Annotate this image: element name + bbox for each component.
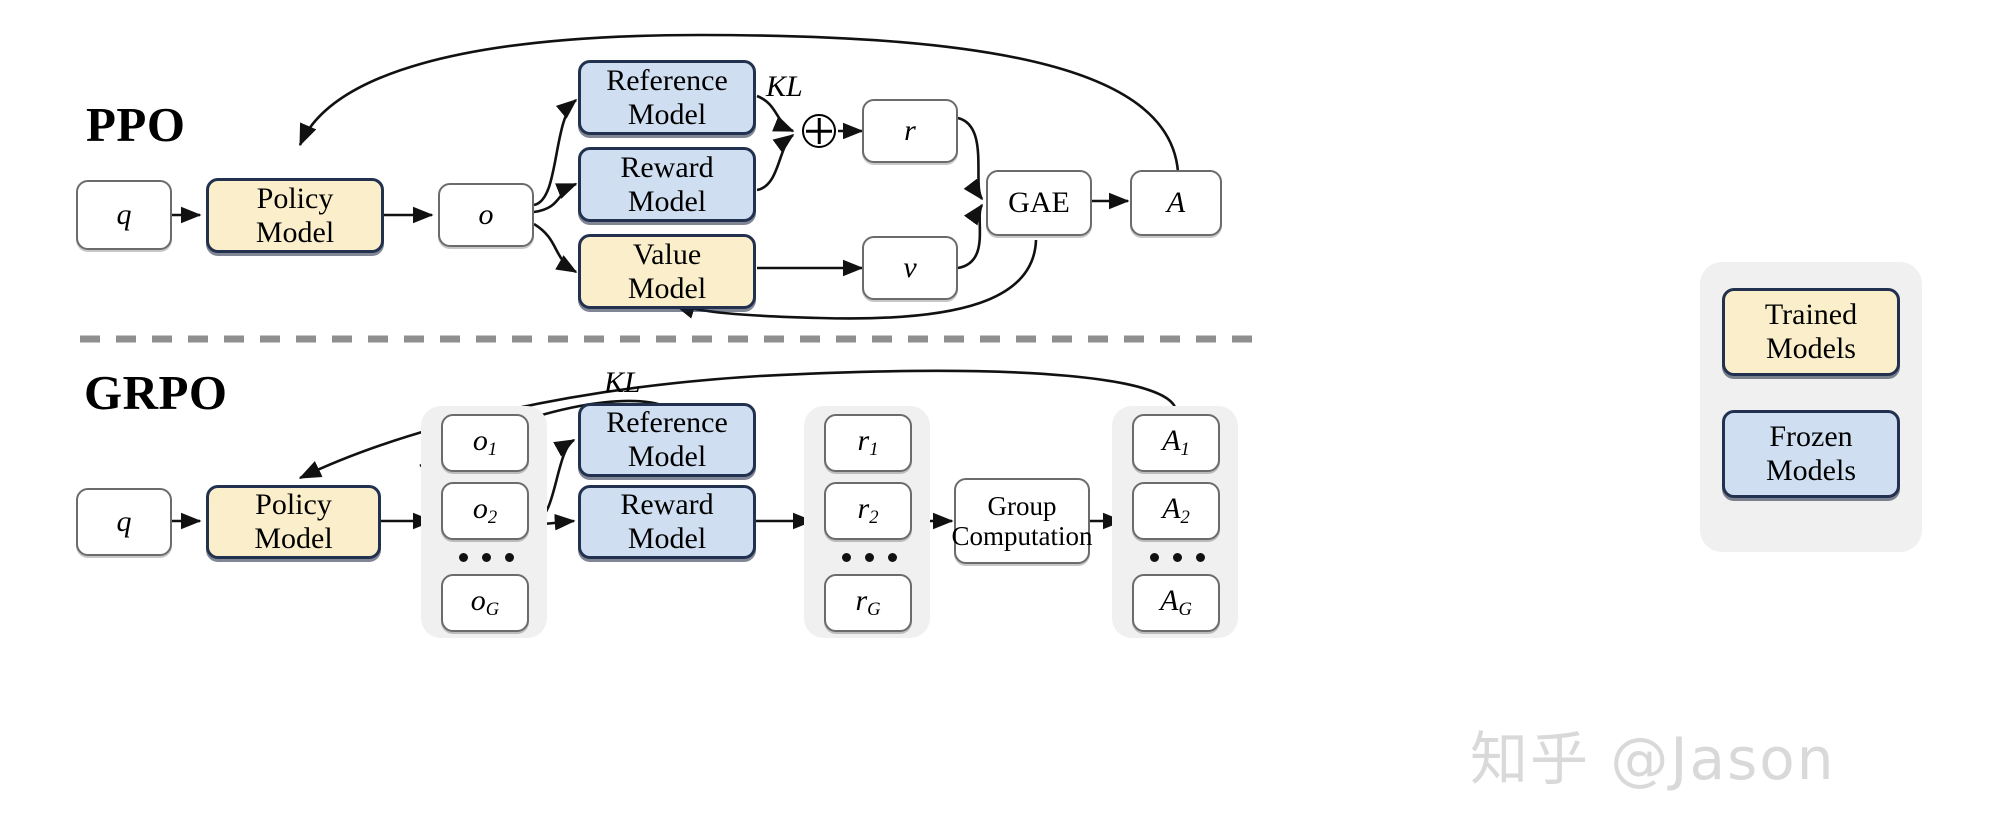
grpo-node-policy-model-line2: Model [254,522,333,555]
grpo-node-o1-sub: 1 [487,439,498,461]
grpo-node-AG-sub: G [1178,599,1192,621]
legend-item-trained-models: Trained Models [1722,288,1900,376]
ppo-node-gae-label: GAE [1008,186,1070,220]
grpo-node-reward-model: Reward Model [578,485,756,559]
grpo-node-r2-sub: 2 [869,507,879,529]
ppo-node-reward-model-line2: Model [627,184,707,218]
grpo-node-r1-base: r [857,424,870,458]
grpo-advantages-ellipsis-icon [1150,553,1205,562]
grpo-node-A1: A1 [1132,414,1220,472]
grpo-rewards-ellipsis-icon [842,553,897,562]
section-title-grpo: GRPO [84,365,228,420]
grpo-node-q: q [76,488,172,556]
grpo-node-o1-base: o [472,424,488,458]
grpo-node-rG: rG [824,574,912,632]
ppo-node-v: v [862,236,958,300]
grpo-node-group-computation: Group Computation [951,478,1093,564]
legend-item-frozen-models: Frozen Models [1722,410,1900,498]
ppo-node-q: q [76,180,172,250]
section-title-ppo: PPO [86,97,186,152]
ppo-node-r: r [862,99,958,163]
grpo-node-r2-base: r [857,492,870,526]
grpo-node-A2: A2 [1132,482,1220,540]
grpo-node-policy-model-line1: Policy [255,488,332,522]
ppo-node-o-label: o [478,198,494,232]
ppo-node-value-model: Value Model [578,234,756,309]
grpo-node-reference-model-line1: Reference [606,406,728,440]
grpo-node-rG-sub: G [867,599,881,621]
grpo-node-q-label: q [116,505,132,539]
grpo-node-policy-model: Policy Model [206,485,381,559]
ppo-node-reference-model: Reference Model [578,60,756,135]
ppo-node-r-label: r [904,114,916,148]
grpo-node-rG-base: r [855,584,868,618]
grpo-node-oG: oG [441,574,529,632]
grpo-node-o2: o2 [441,482,529,540]
grpo-node-A2-base: A [1162,492,1181,526]
ppo-node-reference-model-line2: Model [627,97,707,131]
grpo-node-reference-model-line2: Model [627,440,707,473]
grpo-node-reward-model-line1: Reward [620,488,714,522]
legend-item-trained-models-line2: Models [1765,332,1856,365]
grpo-node-A2-sub: 2 [1180,507,1190,529]
ppo-node-q-label: q [116,198,132,232]
grpo-node-oG-base: o [470,584,486,618]
legend-item-trained-models-line1: Trained [1764,298,1858,332]
grpo-node-AG: AG [1132,574,1220,632]
ppo-node-policy-model-line1: Policy [256,181,334,215]
watermark: 知乎 @Jason [1470,725,1836,793]
legend-item-frozen-models-line2: Models [1766,454,1856,487]
grpo-node-r2: r2 [824,482,912,540]
grpo-outputs-ellipsis-icon [459,553,514,562]
ppo-node-gae: GAE [986,170,1092,236]
ppo-node-policy-model-line2: Model [255,215,335,249]
ppo-node-reference-model-line1: Reference [606,63,728,97]
ppo-edge-label-kl: KL [766,70,803,103]
ppo-node-value-model-line2: Model [627,271,707,305]
ppo-node-value-model-line1: Value [632,237,702,271]
ppo-node-o: o [438,183,534,247]
grpo-node-group-computation-line1: Group [987,490,1057,521]
grpo-node-AG-base: A [1160,584,1179,618]
grpo-node-r1-sub: 1 [869,439,879,461]
grpo-edge-label-kl: KL [604,366,641,399]
grpo-node-reference-model: Reference Model [578,403,756,477]
grpo-node-A1-sub: 1 [1180,439,1190,461]
grpo-node-group-computation-line2: Computation [951,521,1093,551]
grpo-node-o2-sub: 2 [487,507,498,529]
grpo-node-o2-base: o [472,492,488,526]
ppo-node-reward-model-line1: Reward [620,150,714,184]
grpo-node-oG-sub: G [485,599,500,621]
ppo-node-reward-model: Reward Model [578,147,756,222]
grpo-node-r1: r1 [824,414,912,472]
grpo-node-A1-base: A [1162,424,1181,458]
grpo-node-reward-model-line2: Model [627,522,707,555]
legend-item-frozen-models-line1: Frozen [1769,420,1853,454]
ppo-node-policy-model: Policy Model [206,178,384,253]
grpo-node-o1: o1 [441,414,529,472]
ppo-oplus-icon [802,114,836,148]
ppo-node-v-label: v [903,251,917,285]
ppo-node-a-label: A [1166,186,1186,220]
ppo-node-a: A [1130,170,1222,236]
